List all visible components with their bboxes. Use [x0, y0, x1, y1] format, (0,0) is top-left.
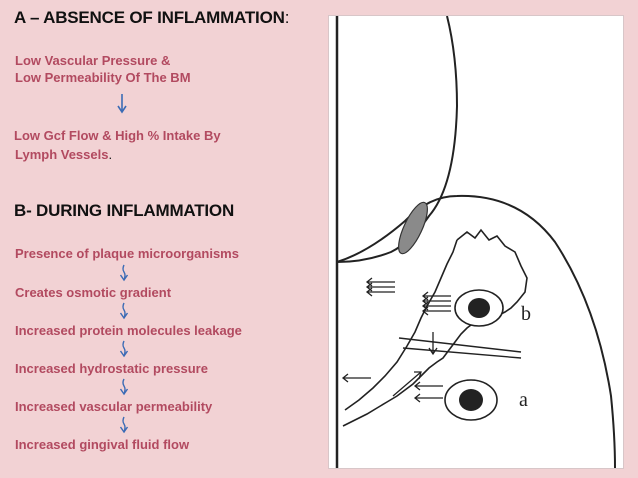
diagonal-arrow-icon	[392, 371, 422, 397]
gingival-diagram: b a	[335, 15, 616, 469]
fiber-line	[398, 337, 522, 353]
section-a-line3: Low Gcf Flow & High % Intake By	[14, 128, 221, 143]
section-a-line4-text: Lymph Vessels	[15, 147, 109, 162]
section-a-line4: Lymph Vessels.	[15, 146, 112, 163]
section-a-line4-dot: .	[108, 147, 113, 162]
tooth-outline	[336, 15, 459, 263]
down-arrow-icon	[119, 302, 129, 320]
vessel-b-nucleus	[468, 298, 490, 318]
down-arrow-icon	[119, 378, 129, 396]
sulcus-shape	[398, 201, 428, 255]
gingiva-outline	[336, 194, 616, 469]
label-a: a	[519, 389, 528, 411]
step-2: Creates osmotic gradient	[15, 285, 172, 300]
epithelium-inner-boundary	[344, 239, 458, 411]
vessel-a-nucleus	[459, 389, 483, 411]
down-arrow-icon	[119, 416, 129, 434]
section-a-line2: Low Permeability Of The BM	[15, 70, 191, 85]
fiber-line	[402, 347, 522, 359]
section-a-title-text: A – ABSENCE OF INFLAMMATION	[14, 8, 285, 27]
gingival-diagram-panel: b a	[328, 15, 624, 469]
fluid-arrows-b	[421, 291, 451, 316]
down-arrow-icon	[119, 340, 129, 358]
exit-arrow-icon	[341, 373, 371, 383]
fluid-arrows-surface	[365, 277, 395, 297]
down-arrow-icon	[117, 94, 127, 114]
step-3: Increased protein molecules leakage	[15, 323, 242, 338]
section-a-title-colon: :	[284, 8, 290, 27]
down-arrow-icon	[119, 264, 129, 282]
down-arrow-icon	[428, 332, 438, 356]
step-1: Presence of plaque microorganisms	[15, 246, 239, 261]
label-b: b	[521, 303, 531, 325]
fluid-arrows-a	[413, 381, 443, 403]
step-5: Increased vascular permeability	[15, 399, 213, 414]
step-6: Increased gingival fluid flow	[15, 437, 190, 452]
section-a-line1: Low Vascular Pressure &	[15, 53, 171, 68]
epithelium-boundary	[342, 228, 528, 427]
section-b-title: B- DURING INFLAMMATION	[14, 201, 235, 220]
section-a-title: A – ABSENCE OF INFLAMMATION:	[14, 8, 289, 28]
step-4: Increased hydrostatic pressure	[15, 361, 208, 376]
